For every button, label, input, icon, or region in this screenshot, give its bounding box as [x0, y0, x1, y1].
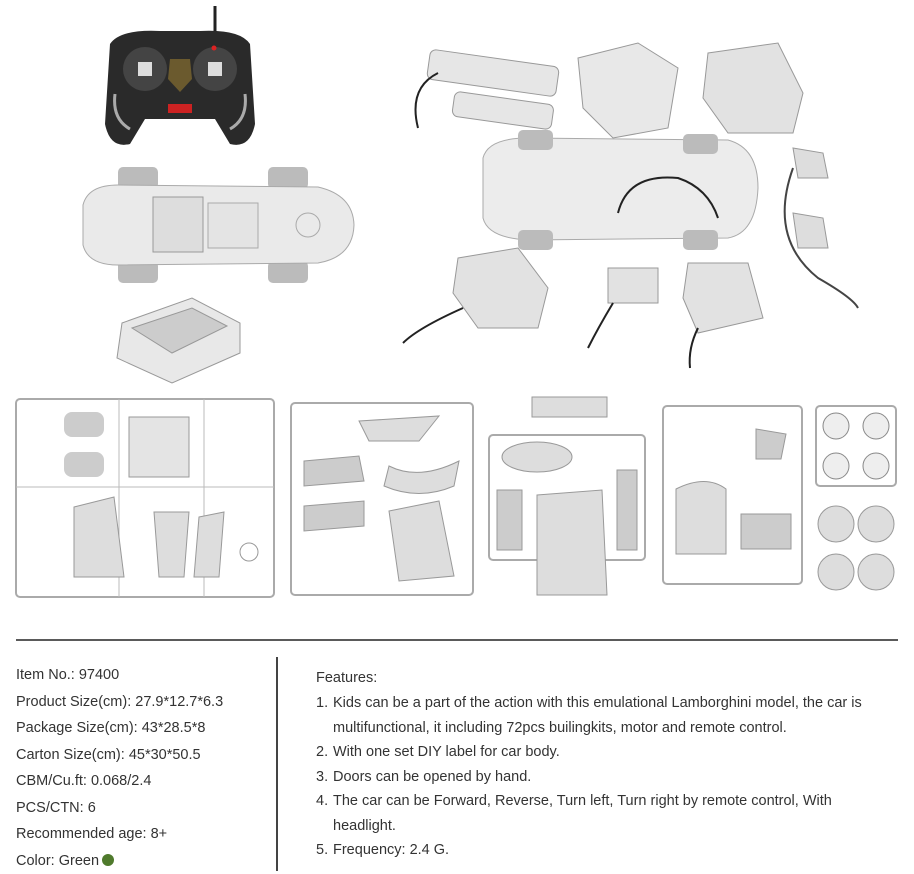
feature-item: 1.Kids can be a part of the action with …	[316, 695, 862, 736]
feature-item: 4.The car can be Forward, Reverse, Turn …	[316, 793, 832, 834]
wheels-image	[815, 405, 897, 591]
spec-list: Item No.: 97400 Product Size(cm): 27.9*1…	[16, 662, 276, 874]
spec-cbm: CBM/Cu.ft: 0.068/2.4	[16, 773, 152, 789]
sprue-frame-1-image	[15, 398, 275, 598]
battery-box-image	[116, 297, 241, 384]
car-chassis-image	[82, 167, 355, 283]
features-section: Features: 1.Kids can be a part of the ac…	[316, 666, 906, 863]
sprue-frame-2-image	[290, 402, 474, 596]
spec-pcs-ctn: PCS/CTN: 6	[16, 799, 96, 816]
feature-item: 2.With one set DIY label for car body.	[316, 744, 560, 760]
remote-control-image	[105, 6, 255, 145]
features-title: Features:	[316, 670, 378, 686]
spec-package-size: Package Size(cm): 43*28.5*8	[16, 720, 206, 736]
section-divider	[16, 639, 898, 641]
feature-item: 3.Doors can be opened by hand.	[316, 768, 532, 785]
color-swatch	[102, 853, 115, 866]
spec-color: Color: Green	[16, 848, 276, 874]
column-divider	[276, 657, 278, 871]
spec-age: Recommended age: 8+	[16, 826, 168, 842]
spec-product-size: Product Size(cm): 27.9*12.7*6.3	[16, 693, 224, 710]
sprue-frame-4-image	[662, 405, 803, 585]
exploded-chassis-image	[402, 42, 859, 369]
feature-item: 5.Frequency: 2.4 G.	[316, 842, 450, 858]
sprue-frame-3-image	[488, 396, 646, 596]
spec-item-no: Item No.: 97400	[16, 667, 120, 683]
spec-carton-size: Carton Size(cm): 45*30*50.5	[16, 746, 201, 763]
